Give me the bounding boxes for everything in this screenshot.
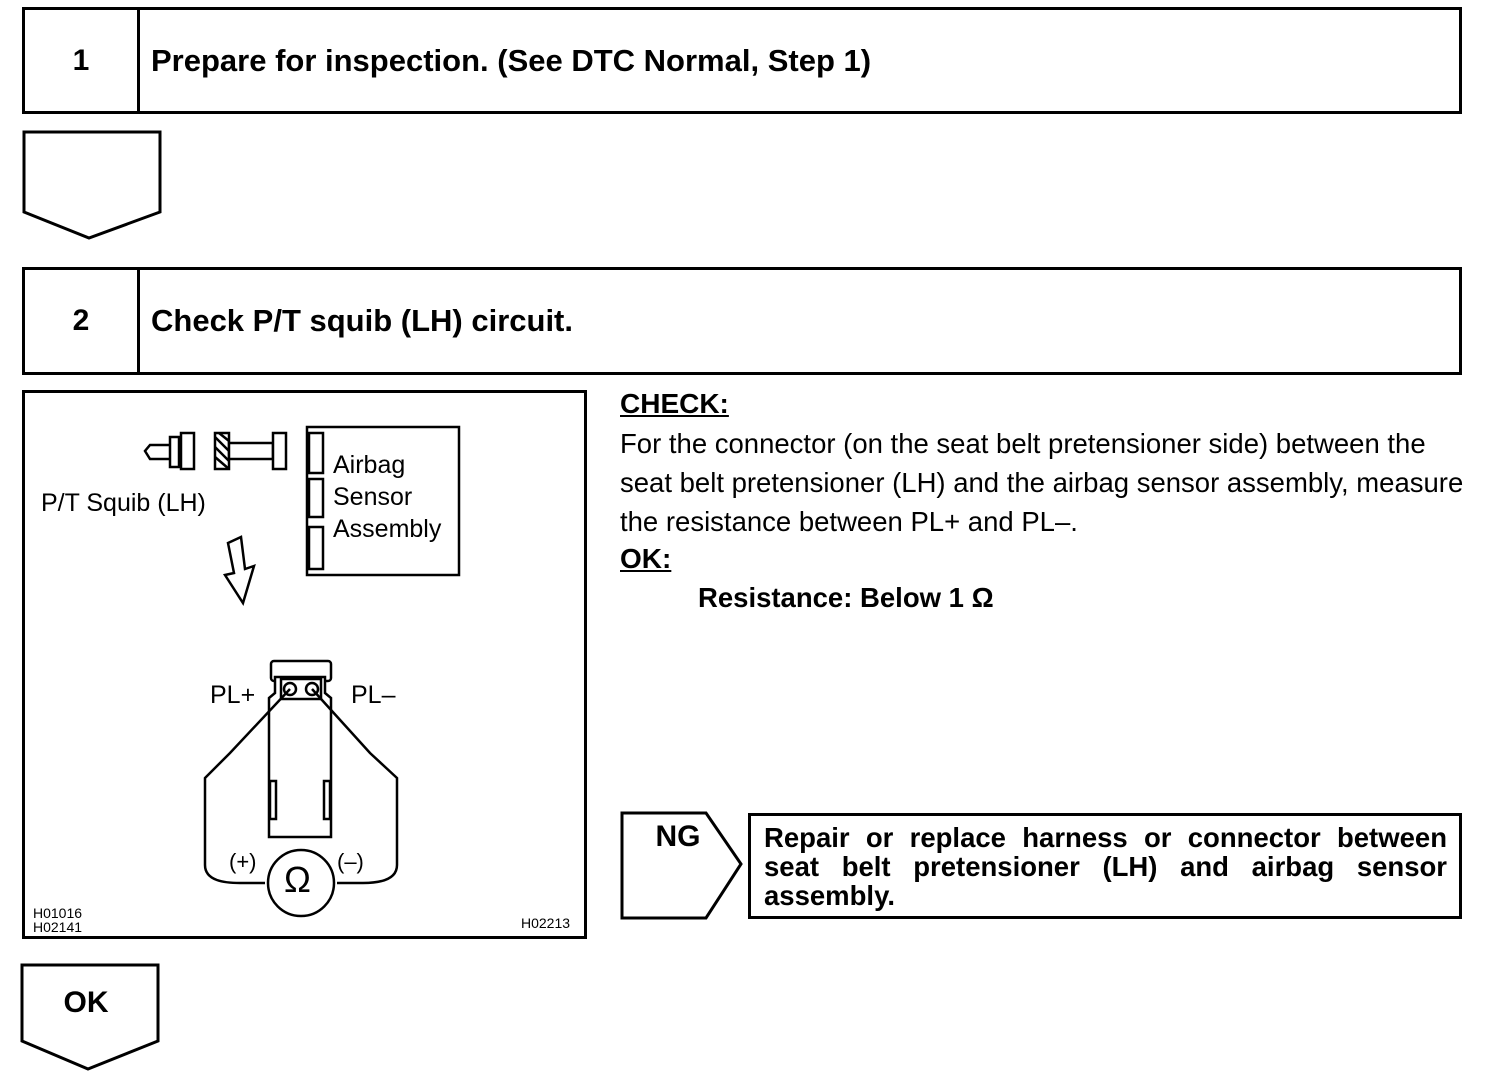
down-arrow-icon [222, 535, 256, 606]
connector-illustration [143, 425, 461, 918]
ohmmeter-icon [266, 848, 336, 918]
meter-plus-label: (+) [229, 849, 257, 874]
ok-spec: Resistance: Below 1 Ω [698, 582, 994, 613]
connector-diagram: P/T Squib (LH) Airbag Sensor Assembly PL… [22, 390, 587, 939]
pretensioner-connector-icon [267, 659, 333, 839]
figure-code-left-1: H01016 [33, 905, 83, 921]
ok-label: OK [63, 986, 109, 1019]
ok-heading: OK: [620, 543, 672, 574]
figure-code-right: H02213 [521, 915, 571, 931]
terminal-plus-label: PL+ [210, 681, 256, 709]
ng-action-text: Repair or replace harness or connector b… [764, 822, 1447, 911]
ohm-symbol: Ω [284, 859, 311, 900]
sensor-label-2: Sensor [333, 483, 413, 511]
step-2-title: Check P/T squib (LH) circuit. [151, 303, 573, 338]
figure-code-left-2: H02141 [33, 919, 83, 935]
sensor-label-1: Airbag [333, 451, 406, 479]
step-1-header: 1 Prepare for inspection. (See DTC Norma… [22, 7, 1462, 114]
ng-label: NG [655, 820, 701, 853]
step-2-header: 2 Check P/T squib (LH) circuit. [22, 267, 1462, 375]
ng-arrow-icon [620, 811, 743, 920]
step-1-number: 1 [25, 10, 140, 111]
check-heading: CHECK: [620, 388, 729, 419]
squib-connector-icon [143, 431, 288, 471]
sensor-label-3: Assembly [333, 515, 442, 543]
ok-down-arrow-icon [20, 963, 160, 1071]
probe-leads [203, 688, 399, 885]
flow-down-arrow-icon [22, 130, 162, 240]
squib-label: P/T Squib (LH) [41, 489, 206, 517]
terminal-minus-label: PL– [351, 681, 396, 709]
check-body: For the connector (on the seat belt pret… [620, 428, 1464, 537]
meter-minus-label: (–) [337, 849, 364, 874]
step-1-title: Prepare for inspection. (See DTC Normal,… [151, 42, 872, 78]
airbag-sensor-box [305, 425, 461, 577]
ng-action-box: Repair or replace harness or connector b… [748, 813, 1462, 919]
step-2-number: 2 [25, 270, 140, 372]
